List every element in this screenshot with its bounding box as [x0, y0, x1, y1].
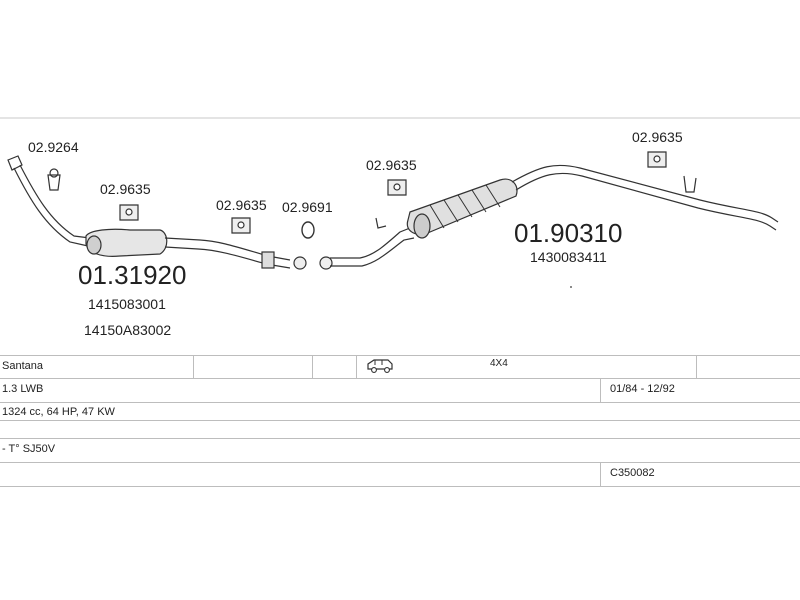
engine-variant: 1.3 LWB	[2, 383, 44, 395]
part-hanger-front-label: 02.9635	[100, 181, 151, 197]
engine-spec: 1324 cc, 64 HP, 47 KW	[2, 406, 115, 418]
part-hanger-mid-label: 02.9635	[216, 197, 267, 213]
catalog-number: C350082	[610, 467, 655, 479]
ring-icon	[301, 221, 315, 239]
model-name: Santana	[2, 360, 43, 372]
table-border-bottom	[0, 486, 800, 487]
rubber-hanger-icon	[647, 151, 667, 168]
rubber-hanger-icon	[119, 204, 139, 221]
rubber-hanger-icon	[231, 217, 251, 234]
marker-dot	[570, 286, 572, 288]
table-col-divider	[600, 378, 601, 402]
front-oem-number-2: 14150A83002	[84, 322, 171, 338]
table-col-divider	[356, 355, 357, 378]
rubber-hanger-icon	[387, 179, 407, 196]
table-col-divider	[312, 355, 313, 378]
vehicle-type-icon	[366, 358, 394, 378]
type-code: - T° SJ50V	[2, 443, 56, 455]
rear-pipe-with-muffler	[319, 164, 779, 270]
table-row-divider	[0, 462, 800, 463]
part-hanger-rear-label: 02.9635	[632, 129, 683, 145]
part-hanger-center-label: 02.9635	[366, 157, 417, 173]
table-col-divider	[600, 462, 601, 486]
table-row-divider	[0, 438, 800, 439]
clamp-icon	[47, 168, 61, 191]
front-oem-number-1: 1415083001	[88, 296, 166, 312]
table-col-divider	[696, 355, 697, 378]
suv-icon	[367, 359, 393, 373]
production-years: 01/84 - 12/92	[610, 383, 675, 395]
part-clamp-front-label: 02.9264	[28, 139, 79, 155]
front-pipe-with-silencer	[7, 155, 307, 270]
table-row-divider	[0, 402, 800, 403]
part-ring-label: 02.9691	[282, 199, 333, 215]
front-part-number: 01.31920	[78, 260, 186, 290]
rear-part-number: 01.90310	[514, 218, 622, 248]
table-col-divider	[193, 355, 194, 378]
table-row-divider	[0, 378, 800, 379]
rear-oem-number: 1430083411	[530, 249, 607, 265]
table-row-divider	[0, 420, 800, 421]
table-border-top	[0, 355, 800, 356]
drive-type: 4X4	[490, 358, 508, 369]
